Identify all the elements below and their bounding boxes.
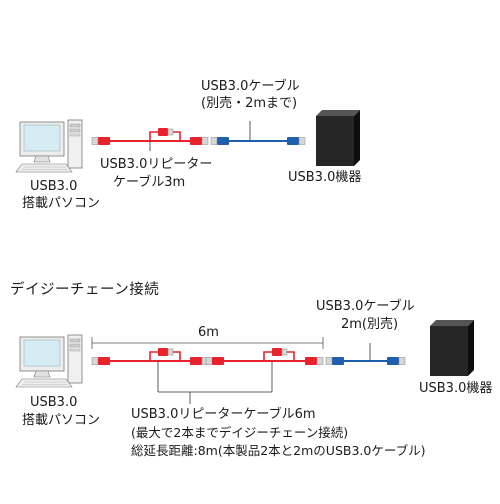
usb-device-icon [316,110,360,166]
pc-icon-2 [15,334,83,388]
repeater-cable [91,128,209,151]
device-label: USB3.0機器 [288,170,362,185]
usb-device-icon-2 [430,320,474,376]
repeater-bracket [157,361,273,404]
daisy-chain-title: デイジーチェーン接続 [10,282,160,298]
pc-label-line1: USB3.0 [30,179,78,194]
daisy-chain-note: (最大で2本までデイジーチェーン接続) [131,425,349,440]
pc-label-line2: 搭載パソコン [22,196,101,211]
ext-cable-label-line1: USB3.0ケーブル [201,79,300,94]
span-label: 6m [198,325,219,340]
usb-cable-blue-2 [325,343,406,366]
ext-cable-label-2-line2: 2m(別売) [341,317,399,332]
repeater-cable-1 [91,348,209,366]
pc-label-2-line1: USB3.0 [30,395,78,410]
repeater-label-2: USB3.0リピーターケーブル6m [131,407,316,422]
repeater-cable-2 [205,348,324,366]
ext-cable-label-2-line1: USB3.0ケーブル [316,299,415,314]
repeater-label-line2: ケーブル3m [113,175,186,190]
usb-cable-blue [210,121,306,146]
total-length-note: 総延長距離:8m(本製品2本と2mのUSB3.0ケーブル) [131,443,426,458]
pc-icon [15,119,83,173]
repeater-label-line1: USB3.0リピーター [100,157,213,172]
device-label-2: USB3.0機器 [419,381,493,396]
ext-cable-label-line2: (別売・2mまで) [201,96,298,111]
pc-label-2-line2: 搭載パソコン [22,413,101,428]
span-dimension-line [91,337,324,349]
